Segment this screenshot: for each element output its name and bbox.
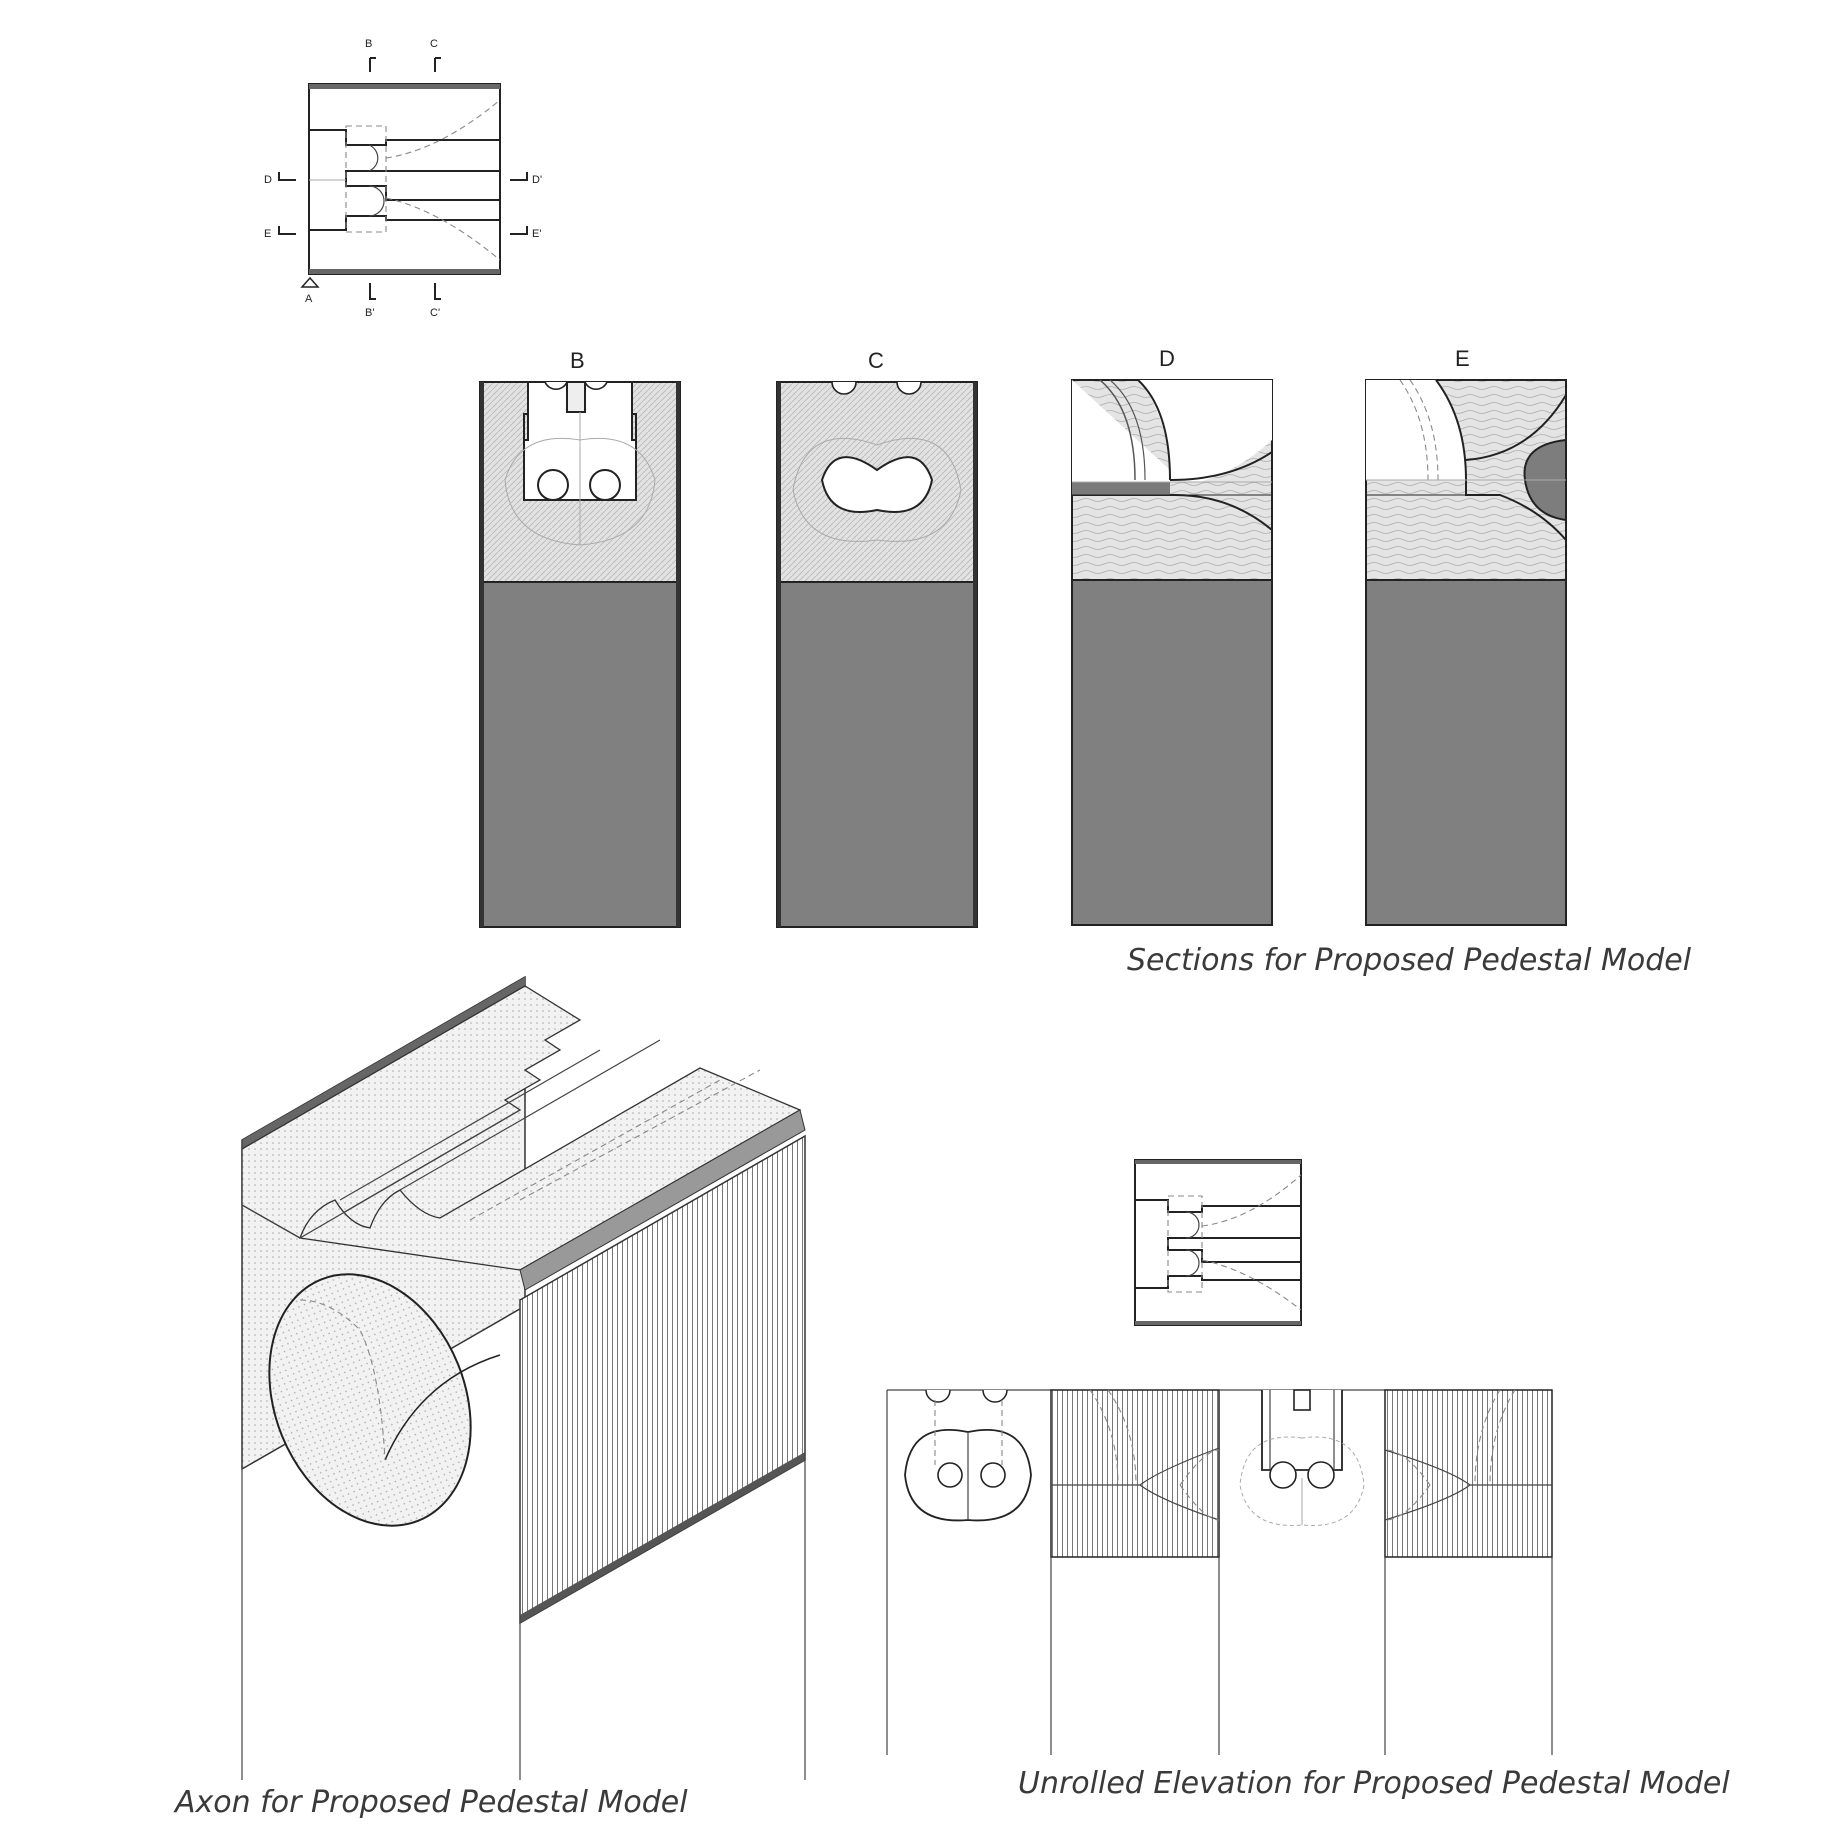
elevation-panel-3 (1219, 1389, 1385, 1526)
section-c (776, 381, 978, 928)
axon-drawing: Axon for Proposed Pedestal Model (173, 975, 806, 1820)
section-b (479, 381, 681, 928)
view-label-a: A (305, 293, 313, 305)
axon-caption: Axon for Proposed Pedestal Model (173, 1785, 688, 1820)
unrolled-caption: Unrolled Elevation for Proposed Pedestal… (1018, 1766, 1730, 1801)
sections-caption: Sections for Proposed Pedestal Model (1127, 943, 1692, 978)
section-title-d: D (1159, 346, 1175, 371)
view-arrow-icon (300, 276, 320, 288)
cut-label-c-prime: C' (430, 307, 440, 319)
section-e (1365, 379, 1567, 926)
sections-group: B C D E Sections for Proposed Pedestal M… (479, 346, 1692, 978)
unrolled-elevation: Unrolled Elevation for Proposed Pedestal… (886, 1159, 1730, 1801)
elevation-panel-2 (1050, 1389, 1220, 1558)
cut-label-c: C (430, 38, 438, 50)
section-title-c: C (868, 348, 884, 373)
elevation-panel-1 (886, 1389, 1051, 1555)
key-plan: B C D E B' C' D' E' A (264, 38, 542, 319)
elevation-panel-4 (1384, 1389, 1553, 1558)
small-key-plan (1134, 1159, 1302, 1326)
section-title-e: E (1455, 346, 1470, 371)
cut-label-b-prime: B' (365, 307, 374, 319)
section-d (1071, 379, 1273, 926)
cut-label-e-prime: E' (532, 228, 541, 240)
cut-label-b: B (365, 38, 372, 50)
cut-label-e: E (264, 228, 271, 240)
cut-label-d-prime: D' (532, 174, 542, 186)
section-title-b: B (570, 348, 585, 373)
cut-label-d: D (264, 174, 272, 186)
